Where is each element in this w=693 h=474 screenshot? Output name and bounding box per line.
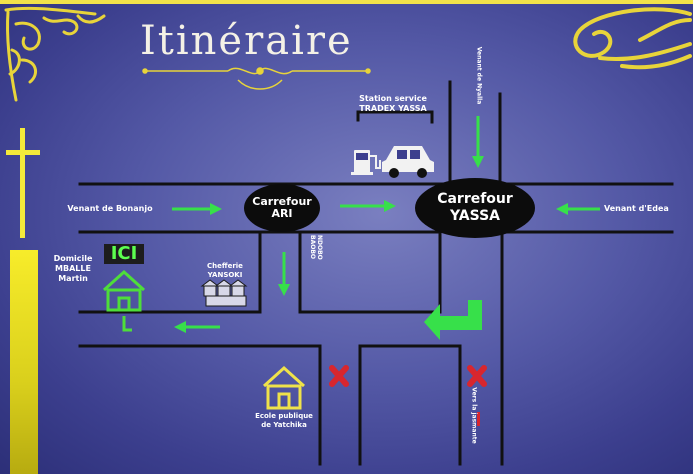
domicile-line3: Martin bbox=[58, 274, 88, 283]
venant-edea-label: Venant d'Edea bbox=[604, 204, 669, 213]
ndobo-label: NDOBO BAOBO bbox=[309, 235, 323, 275]
ornament-top-right-icon bbox=[573, 7, 692, 70]
carrefour-yassa-marker bbox=[415, 178, 535, 238]
carrefour-ari-marker bbox=[244, 184, 320, 232]
turn-arrow-icon bbox=[424, 300, 482, 340]
page-title: Itinéraire bbox=[140, 18, 353, 64]
chefferie-icon bbox=[200, 279, 248, 307]
ecole-house-icon bbox=[262, 365, 306, 410]
station-label: Station service TRADEX YASSA bbox=[352, 94, 434, 114]
car-icon bbox=[382, 146, 434, 178]
domicile-line1: Domicile bbox=[53, 254, 93, 263]
venant-bonanjo-label: Venant de Bonanjo bbox=[67, 204, 153, 213]
house-icon bbox=[102, 269, 146, 332]
ndobo-line1: NDOBO bbox=[316, 235, 323, 260]
domicile-line2: MBALLE bbox=[55, 264, 91, 273]
chefferie-label: Chefferie YANSOKI bbox=[200, 262, 250, 280]
carrefour-yassa-line1: Carrefour bbox=[437, 191, 513, 207]
chefferie-line2: YANSOKI bbox=[207, 271, 243, 279]
venant-nyalla-label: Venant de Nyalla bbox=[475, 46, 483, 105]
carrefour-yassa-line2: YASSA bbox=[449, 208, 500, 224]
title-divider-icon bbox=[142, 67, 371, 90]
carrefour-ari-line2: ARI bbox=[271, 207, 293, 220]
route-arrows bbox=[172, 116, 600, 333]
roads bbox=[78, 80, 674, 466]
side-gold-bar bbox=[10, 250, 38, 474]
ndobo-line2: BAOBO bbox=[309, 235, 316, 259]
carrefour-ari-label: Carrefour ARI bbox=[244, 196, 320, 220]
red-marker bbox=[477, 412, 480, 426]
ecole-line1: Ecole publique bbox=[255, 412, 313, 420]
ici-tag: ICI bbox=[104, 244, 144, 264]
carrefour-yassa-label: Carrefour YASSA bbox=[415, 191, 535, 225]
ornament-top-left-icon bbox=[4, 6, 106, 102]
christian-cross-icon bbox=[6, 128, 40, 238]
ecole-line2: de Yatchika bbox=[261, 421, 307, 429]
domicile-label: Domicile MBALLE Martin bbox=[50, 254, 96, 284]
ecole-label: Ecole publique de Yatchika bbox=[246, 412, 322, 430]
top-accent-bar bbox=[0, 0, 693, 4]
vers-jasmante-label: Vers la jasmante bbox=[470, 387, 478, 444]
chefferie-line1: Chefferie bbox=[207, 262, 243, 270]
gas-pump-icon bbox=[351, 150, 381, 175]
station-label-line1: Station service bbox=[359, 94, 427, 103]
cross-icon bbox=[329, 365, 487, 387]
station-label-line2: TRADEX YASSA bbox=[359, 104, 427, 113]
carrefour-ari-line1: Carrefour bbox=[252, 195, 312, 208]
